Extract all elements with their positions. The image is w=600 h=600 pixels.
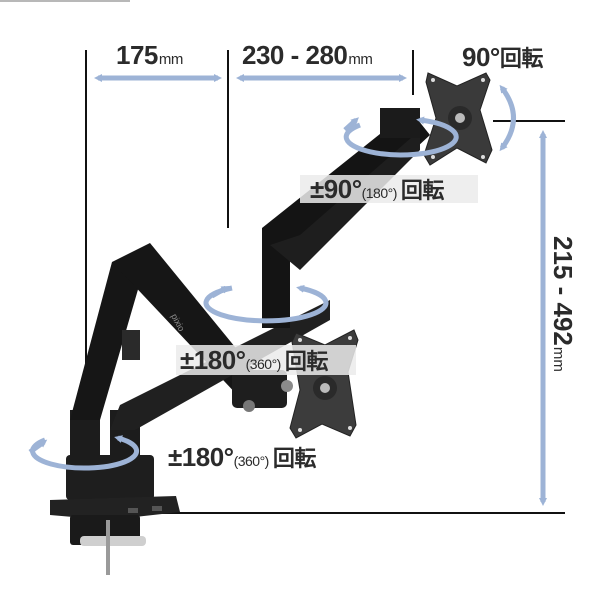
base-rotation-label: ±180°(360°)回転 [168,444,316,470]
lower-tilt-joint [232,370,293,412]
rotation-suffix: 回転 [400,178,445,203]
rotation-range: (180°) [361,185,398,201]
dimension-value: 230 - 280 [242,40,348,70]
middle-label-band [176,345,356,375]
vesa-plate-top [423,72,493,166]
forearm-reach-dimension: 230 - 280mm [242,40,373,70]
rotation-range: (360°) [245,356,282,372]
top-border-line [0,0,130,2]
tilt-label-band [300,175,478,203]
base-to-elbow-dimension: 175mm [116,42,183,68]
dimension-unit: mm [550,346,567,372]
dimension-value: 215 - 492 [548,236,578,346]
rotation-angle: 90° [462,42,500,72]
dimension-unit: mm [158,51,184,68]
rotation-angle: 180° [181,442,234,472]
rotation-prefix: ± [310,174,324,204]
rotation-suffix: 回転 [272,446,317,471]
rotation-suffix: 回転 [284,349,329,374]
rotation-arrows [28,84,516,471]
clamp-base [50,455,180,575]
tilt-rotation-label: ±90°(180°)回転 [310,176,444,202]
dimension-arrows [94,74,547,506]
dimension-value: 175 [116,40,158,70]
rotation-prefix: ± [180,345,194,375]
middle-rotation-label: ±180°(360°)回転 [180,347,328,373]
rotation-prefix: ± [168,442,182,472]
dimension-unit: mm [348,51,373,68]
rotation-range: (360°) [233,453,270,469]
rotation-angle: 90° [323,174,362,204]
lower-arms [70,243,330,430]
rotation-angle: 180° [193,345,246,375]
height-range-dimension: 215 - 492mm [547,236,578,372]
vesa-rotation-label: 90°回転 [462,44,543,70]
rotation-suffix: 回転 [499,46,544,71]
